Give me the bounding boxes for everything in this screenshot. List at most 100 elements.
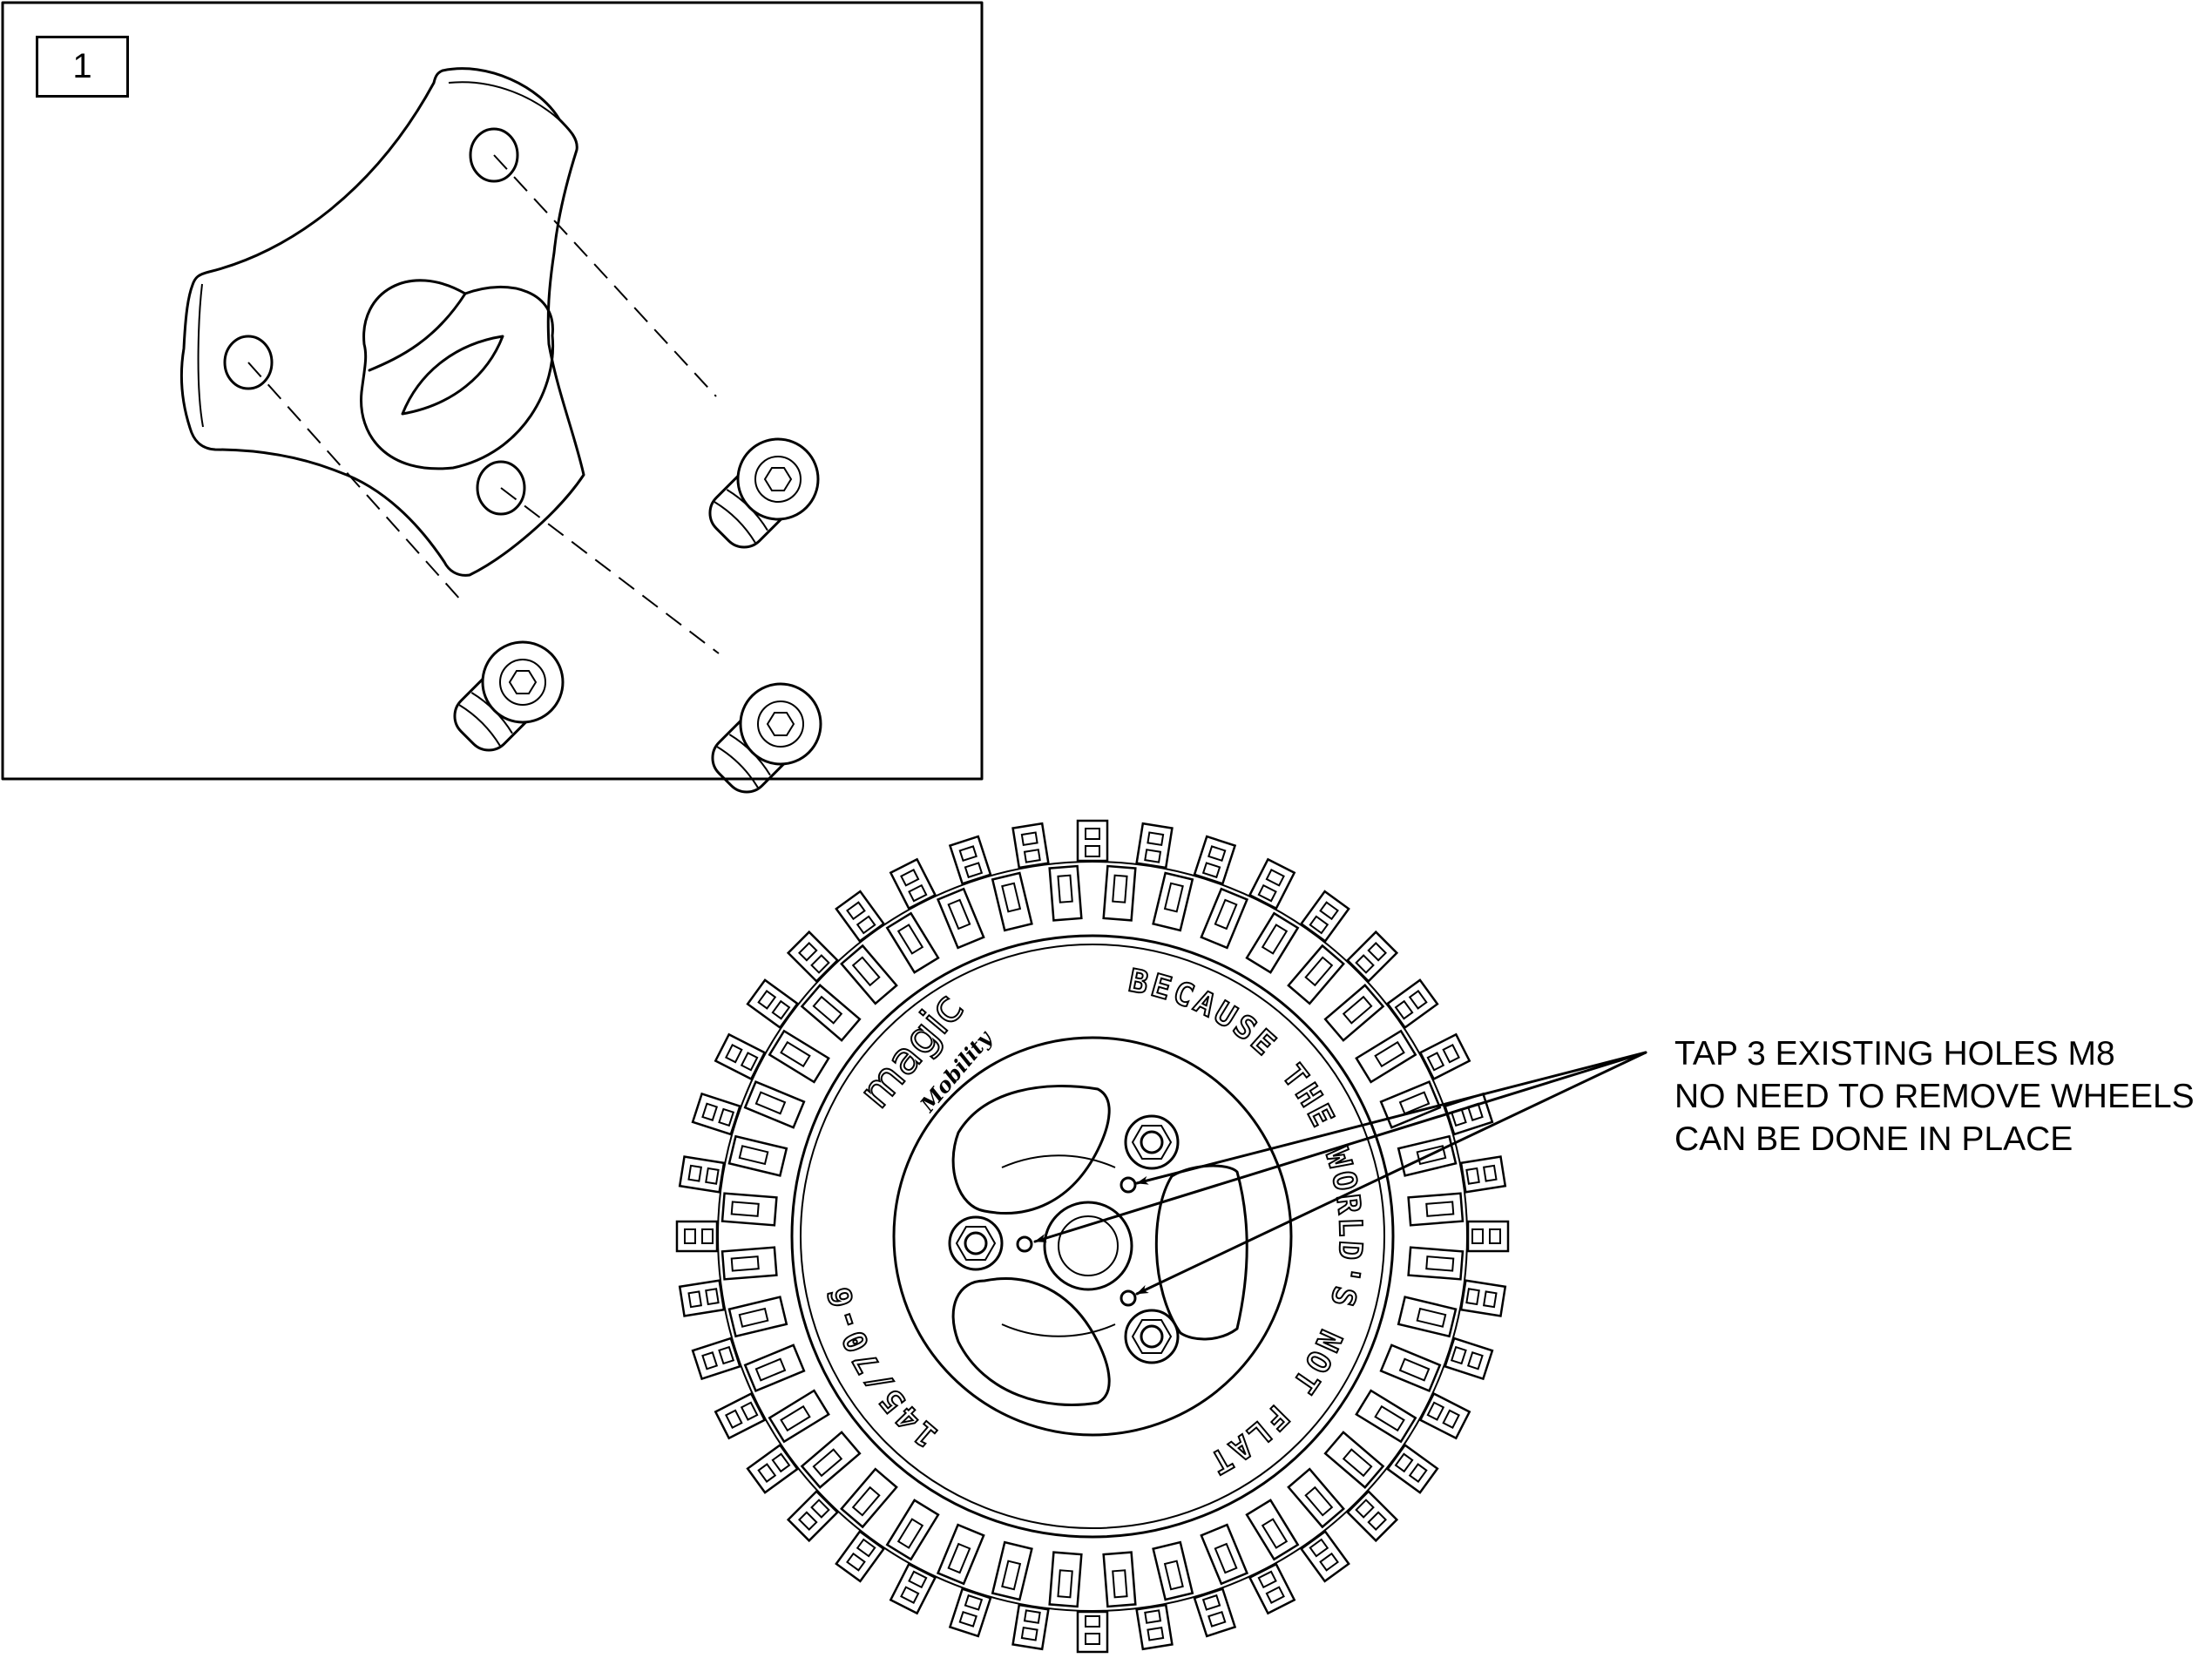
tread-lug: [1193, 1587, 1237, 1638]
tread-slot: [991, 1540, 1033, 1601]
alignment-line: [493, 154, 717, 397]
tread-lug: [889, 857, 937, 910]
tread-lug: [1299, 1529, 1350, 1583]
tread-slot: [1379, 1079, 1442, 1129]
screw: [453, 640, 565, 752]
tread-lug: [786, 1489, 840, 1543]
tread-lug: [675, 1220, 719, 1253]
tread-slot: [1287, 944, 1345, 1005]
tread-slot: [936, 1523, 985, 1586]
wheel-nut: [948, 1215, 1004, 1271]
tread-lug: [1193, 835, 1237, 885]
tread-slot: [1355, 1389, 1417, 1444]
tread-lug: [1459, 1279, 1507, 1317]
tread-slot: [1048, 864, 1083, 922]
bracket-hole: [476, 460, 526, 516]
tread-slot: [800, 1431, 862, 1489]
tread-slot: [1200, 887, 1249, 950]
tread-lug: [835, 1529, 886, 1583]
tread-lug: [1135, 822, 1174, 870]
tread-slot: [1245, 911, 1300, 974]
tread-slot: [743, 1079, 806, 1129]
wheel-nut: [1124, 1114, 1180, 1170]
tread-slot: [885, 1499, 940, 1561]
tread-slot: [727, 1134, 788, 1177]
tread-lug: [1248, 1562, 1296, 1615]
leader-arrows: [1033, 1051, 1647, 1296]
tread-lug: [1011, 822, 1050, 870]
tread-lug: [678, 1279, 726, 1317]
tire-tread: [675, 819, 1510, 1654]
hub-cutout: [951, 1085, 1111, 1215]
tread-slot: [720, 1192, 778, 1227]
tread-slot: [991, 871, 1033, 932]
tread-lug: [948, 1587, 992, 1638]
tread-lug: [1345, 930, 1399, 984]
note-line: TAP 3 EXISTING HOLES M8: [1674, 1035, 2115, 1073]
screw: [711, 682, 822, 794]
hub-cutout: [1154, 1164, 1248, 1341]
tread-slot: [885, 911, 940, 974]
tread-lug: [1418, 1391, 1471, 1440]
tread-slot: [1152, 871, 1194, 932]
tread-lug: [835, 890, 886, 944]
tread-lug: [746, 978, 800, 1030]
rim-inner: [800, 944, 1385, 1529]
tread-slot: [1323, 1431, 1385, 1489]
tread-lug: [1076, 1610, 1109, 1654]
tread-lug: [1418, 1032, 1471, 1081]
tread-slot: [840, 944, 898, 1005]
alignment-line: [500, 487, 720, 654]
tread-slot: [1102, 864, 1137, 922]
tread-lug: [714, 1391, 767, 1440]
note-line: CAN BE DONE IN PLACE: [1674, 1120, 2073, 1158]
rim-outer: [790, 934, 1395, 1539]
tread-lug: [786, 930, 840, 984]
tread-lug: [1135, 1603, 1174, 1651]
tap-hole: [1016, 1235, 1033, 1253]
mounting-bracket: [179, 67, 585, 577]
screw: [708, 437, 820, 549]
callout-number: 1: [72, 47, 92, 85]
tread-slot: [1407, 1192, 1465, 1227]
tread-slot: [1397, 1296, 1458, 1338]
tread-lug: [889, 1562, 937, 1615]
tread-slot: [1245, 1499, 1300, 1561]
alignment-line: [247, 362, 463, 602]
tread-base-circle: [717, 861, 1468, 1612]
tread-slot: [1355, 1029, 1417, 1084]
tread-lug: [691, 1092, 741, 1136]
tread-slot: [1323, 984, 1385, 1042]
wheel-nut: [1124, 1309, 1180, 1364]
tread-lug: [948, 835, 992, 885]
tread-slot: [1152, 1540, 1194, 1601]
hub-plate: [892, 1036, 1293, 1437]
tread-lug: [1459, 1155, 1507, 1194]
bracket-hole: [469, 127, 519, 183]
tread-lug: [1345, 1489, 1399, 1543]
tread-slot: [1200, 1523, 1249, 1586]
tread-lug: [678, 1155, 726, 1194]
tread-lug: [1076, 819, 1109, 863]
tread-slot: [1102, 1551, 1137, 1608]
tread-lug: [1385, 978, 1439, 1030]
tread-slot: [1407, 1246, 1465, 1281]
tread-slot: [1048, 1551, 1083, 1608]
tread-lug: [1444, 1337, 1494, 1381]
tread-lug: [1299, 890, 1350, 944]
bracket-hole: [223, 335, 274, 390]
tap-hole: [1120, 1176, 1137, 1194]
note-line: NO NEED TO REMOVE WHEELS: [1674, 1078, 2195, 1115]
tread-slot: [800, 984, 862, 1042]
tread-slot: [1287, 1467, 1345, 1529]
tread-lug: [691, 1337, 741, 1381]
tread-lug: [1011, 1603, 1050, 1651]
tread-lug: [1385, 1443, 1439, 1494]
tread-slot: [743, 1343, 806, 1393]
tread-lug: [1466, 1220, 1510, 1253]
tread-slot: [727, 1296, 788, 1338]
callout-number-box: 1: [36, 36, 129, 98]
tap-hole: [1120, 1289, 1137, 1307]
tread-lug: [714, 1032, 767, 1081]
